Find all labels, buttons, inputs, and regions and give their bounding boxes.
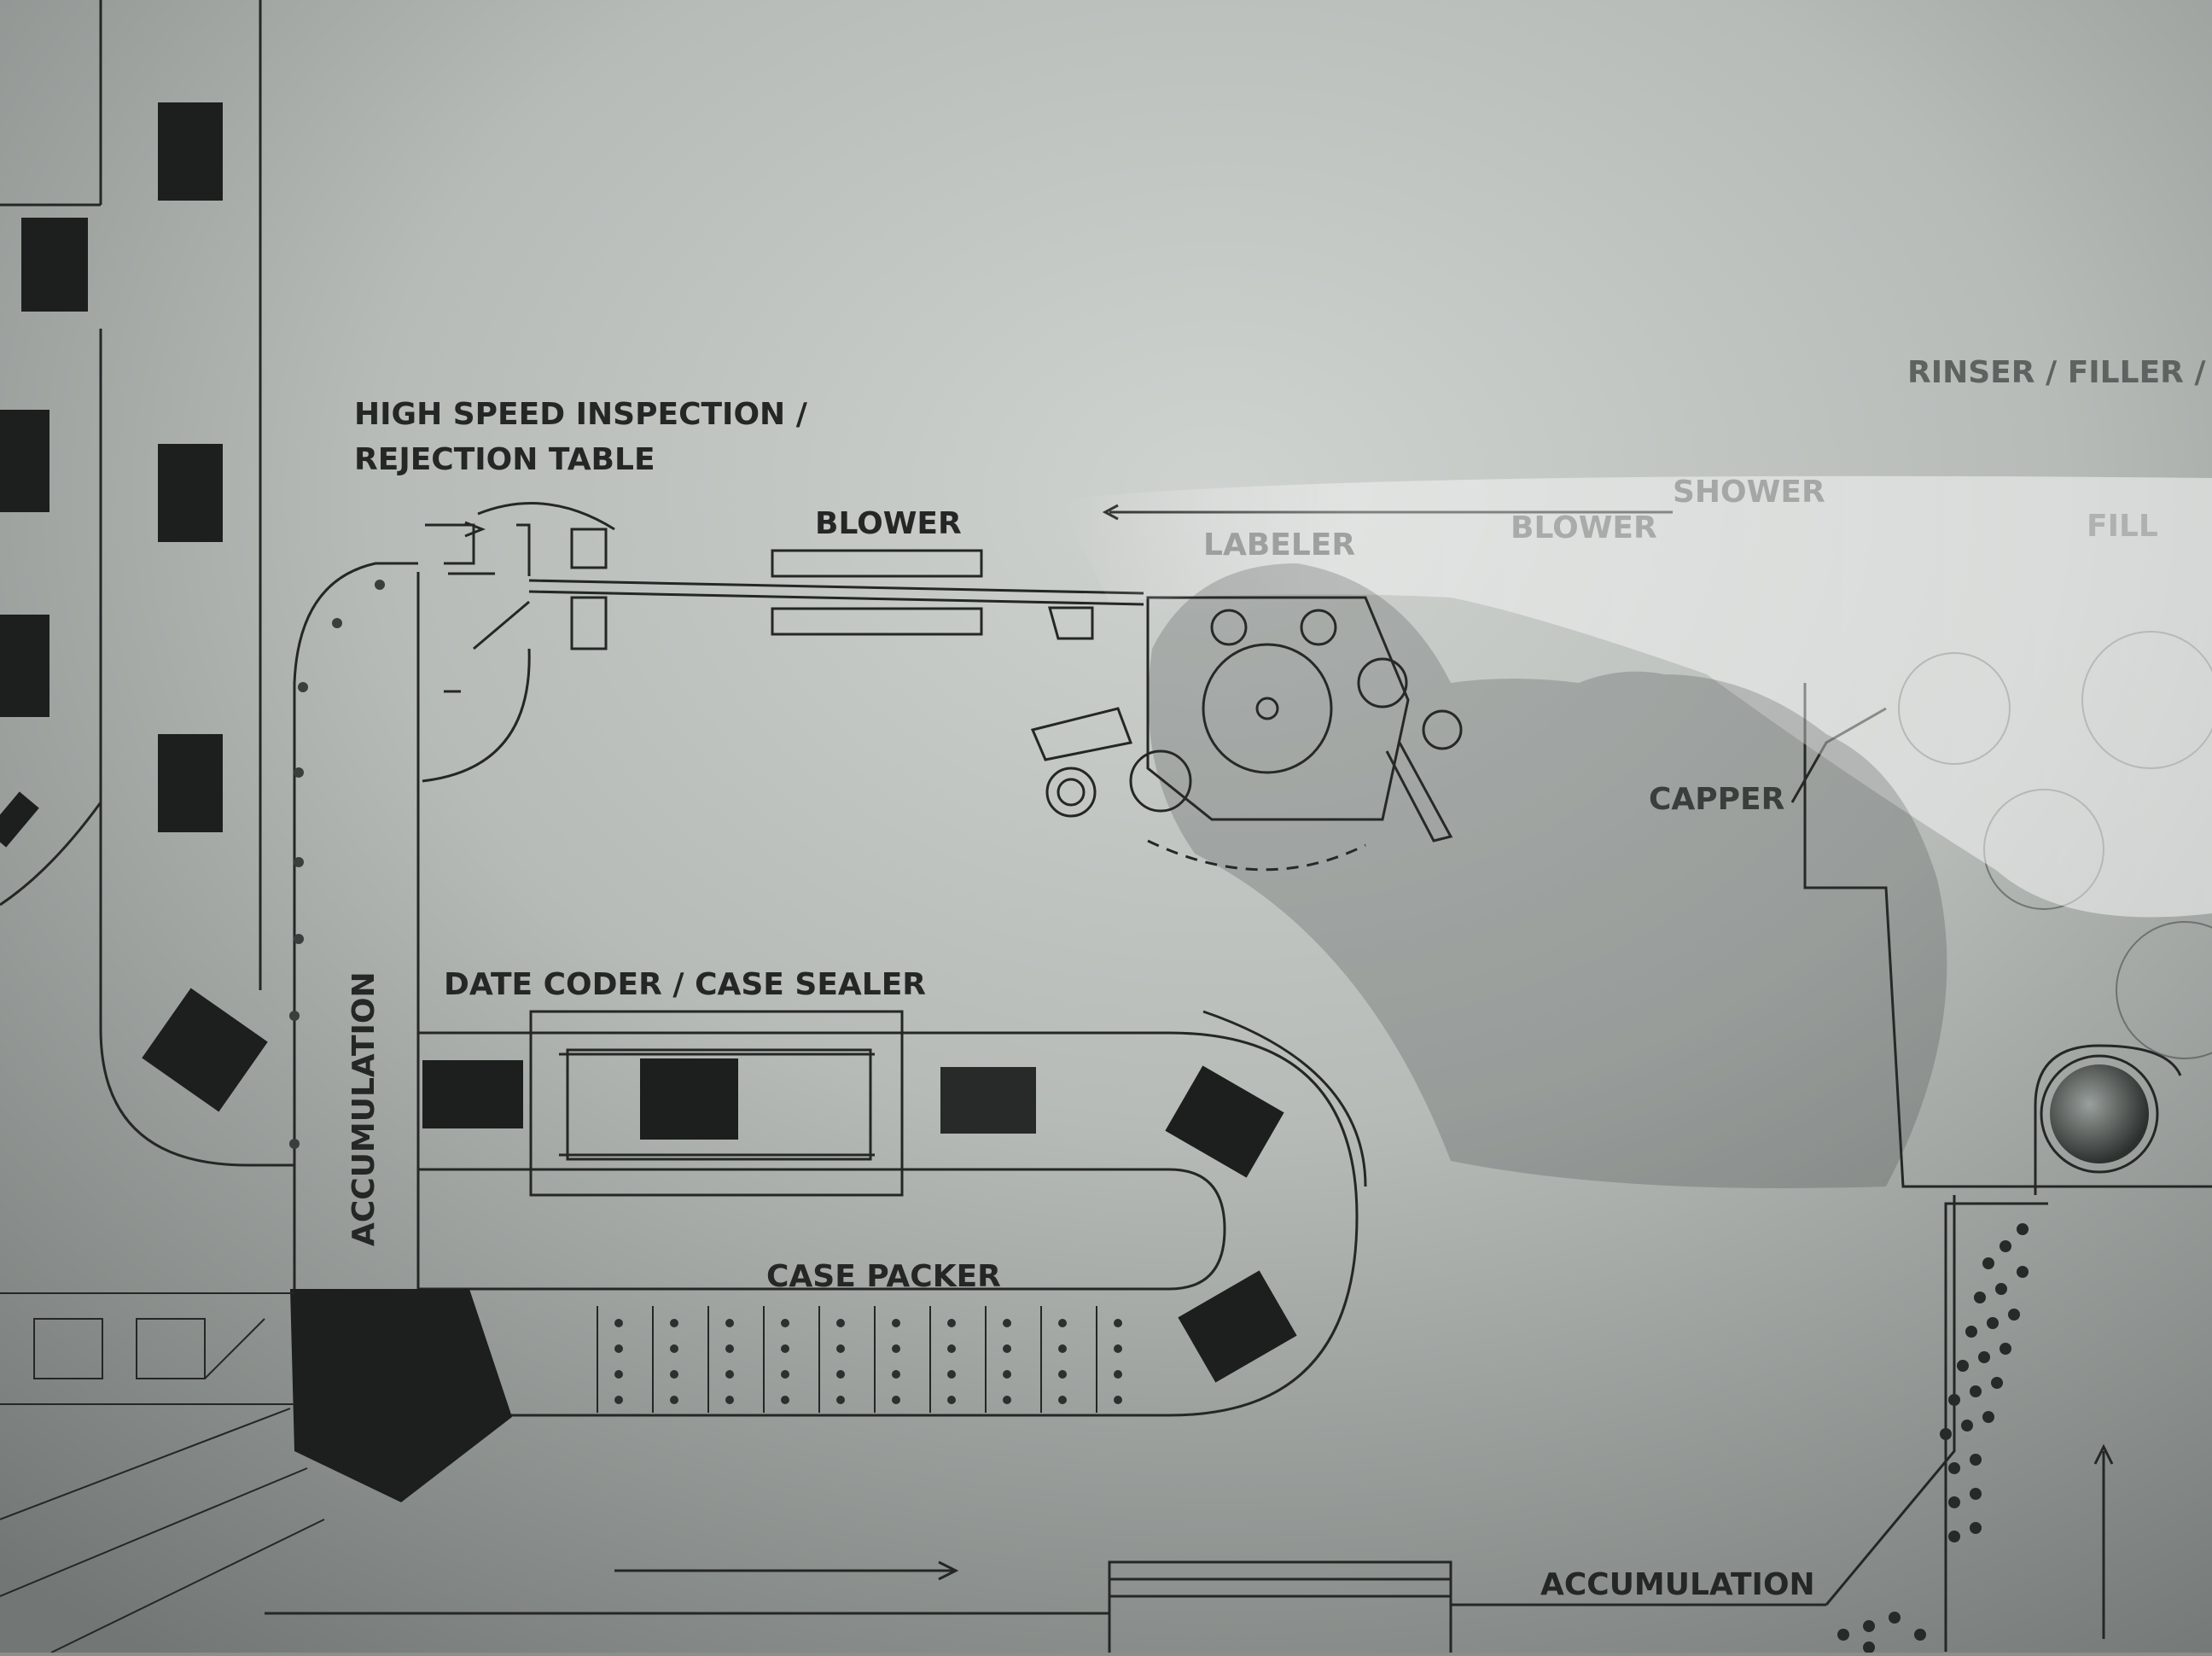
date-coder-case-sealer (529, 1010, 904, 1197)
label-shower: SHOWER (1673, 475, 1825, 510)
left-walls (0, 0, 294, 1167)
label-accumulation-bottom: ACCUMULATION (1540, 1567, 1815, 1602)
light-glare (1058, 475, 2212, 918)
labeler-machine (1030, 596, 1463, 872)
filler-ball (2050, 1064, 2149, 1163)
label-blower-right: BLOWER (1511, 510, 1657, 545)
flow-arrow-bottom (614, 1560, 959, 1581)
case-packer-grid (614, 1319, 1122, 1404)
label-inspection-line2: REJECTION TABLE (354, 442, 655, 477)
bottom-equipment (265, 1195, 2114, 1656)
label-fill: FILL (2087, 509, 2158, 544)
label-blower-left: BLOWER (815, 506, 962, 541)
label-date-coder: DATE CODER / CASE SEALER (444, 967, 926, 1002)
label-capper: CAPPER (1649, 782, 1784, 817)
inspection-rejection-table (422, 502, 615, 783)
left-equipment-blocks (0, 102, 268, 1112)
label-inspection-line1: HIGH SPEED INSPECTION / (354, 397, 808, 432)
label-labeler: LABELER (1203, 528, 1355, 563)
conveyor-rollers (289, 580, 385, 1149)
hand-shadow (1148, 563, 1947, 1188)
case-packer-loop (418, 1010, 1367, 1417)
label-accumulation-vertical: ACCUMULATION (346, 971, 381, 1246)
transfer-hexagon (290, 1289, 512, 1502)
accumulation-conveyor (293, 562, 420, 1332)
case-blocks (422, 1058, 1297, 1383)
bottom-right-dot-pattern (1837, 1223, 2029, 1653)
label-case-packer: CASE PACKER (766, 1259, 1001, 1294)
label-rinser-filler: RINSER / FILLER / CA (1907, 355, 2212, 390)
bottom-left-tracks (0, 1292, 325, 1653)
case-packer-dividers (597, 1306, 1097, 1413)
